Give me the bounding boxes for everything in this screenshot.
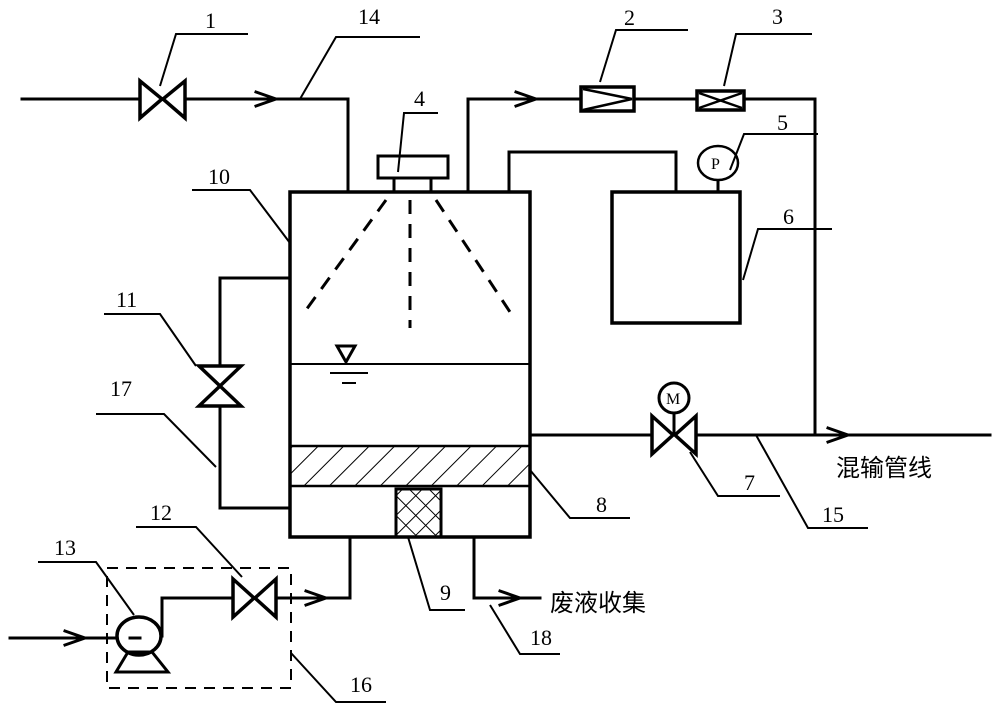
svg-text:P: P bbox=[711, 156, 720, 173]
label-15: 15 bbox=[822, 502, 844, 527]
label-1: 1 bbox=[205, 8, 216, 33]
mixed-pipeline-15 bbox=[530, 428, 990, 442]
scrubber-vessel-10 bbox=[290, 192, 530, 537]
flow-meter-3[interactable] bbox=[697, 91, 744, 110]
motor-valve-7[interactable]: M bbox=[652, 383, 696, 454]
valve-1[interactable] bbox=[140, 81, 185, 118]
label-4: 4 bbox=[414, 86, 425, 111]
label-7: 7 bbox=[744, 470, 755, 495]
packing-layer-8 bbox=[290, 446, 530, 486]
label-6: 6 bbox=[783, 204, 794, 229]
label-14: 14 bbox=[358, 4, 380, 29]
label-11: 11 bbox=[116, 287, 137, 312]
pump-discharge-pipe bbox=[162, 537, 350, 636]
pump-13[interactable] bbox=[116, 617, 168, 672]
label-5: 5 bbox=[777, 110, 788, 135]
pressure-gauge-5: P bbox=[698, 146, 738, 192]
check-valve-2[interactable] bbox=[581, 87, 634, 111]
label-17: 17 bbox=[110, 376, 132, 401]
filter-element-9 bbox=[396, 489, 441, 537]
label-13: 13 bbox=[54, 535, 76, 560]
label-16: 16 bbox=[350, 672, 372, 697]
waste-outlet-18 bbox=[474, 537, 540, 605]
bypass-line-17 bbox=[220, 278, 290, 508]
label-3: 3 bbox=[772, 4, 783, 29]
label-12: 12 bbox=[150, 500, 172, 525]
mixed-pipeline-label: 混输管线 bbox=[836, 454, 932, 482]
label-10: 10 bbox=[208, 164, 230, 189]
waste-collection-label: 废液收集 bbox=[550, 589, 646, 617]
valve-12[interactable] bbox=[233, 579, 276, 617]
valve-11[interactable] bbox=[199, 366, 241, 406]
label-9: 9 bbox=[440, 580, 451, 605]
label-18: 18 bbox=[530, 625, 552, 650]
svg-text:M: M bbox=[666, 391, 680, 408]
label-2: 2 bbox=[624, 5, 635, 30]
pump-inlet bbox=[10, 631, 118, 645]
label-8: 8 bbox=[596, 492, 607, 517]
